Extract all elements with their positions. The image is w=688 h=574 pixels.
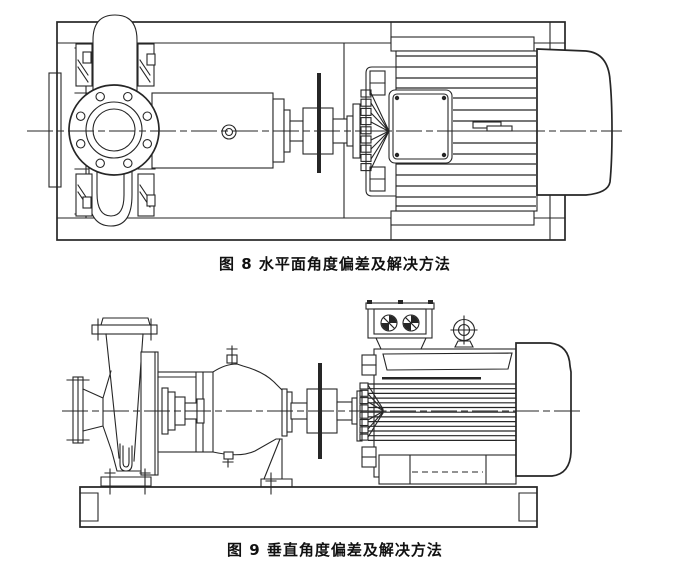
- terminal-box-plan: [388, 89, 453, 164]
- grease-plug: [221, 124, 237, 140]
- terminal-box-side: [365, 300, 435, 350]
- pump-flange-circle: [68, 84, 160, 176]
- volute-top-dome: [92, 14, 138, 92]
- figure-9-caption: 图 9 垂直角度偏差及解决方法: [227, 541, 443, 559]
- cable-gland-right: [402, 314, 420, 332]
- motor-rear-endcap: [536, 48, 613, 196]
- discharge-flange: [91, 324, 158, 335]
- motor-side-view: [359, 300, 572, 485]
- flange-bolts: [75, 91, 153, 169]
- baseplate-side: [79, 486, 538, 528]
- coupling-plan: [289, 73, 361, 173]
- casing-clamps: [75, 43, 156, 217]
- figure-8-caption: 图 8 水平面角度偏差及解决方法: [219, 255, 451, 273]
- discharge-flange-lip: [100, 317, 151, 326]
- pump-foot: [100, 468, 152, 495]
- motor-foot-rail-top: [390, 36, 535, 52]
- seal-housing: [157, 371, 214, 453]
- coupling-disc: [317, 73, 321, 173]
- bracket-support-foot: [260, 438, 293, 495]
- fan-cowl: [515, 342, 572, 477]
- figure8-plan-view: [27, 14, 622, 241]
- bearing-frame-plan: [151, 92, 291, 169]
- figure9-side-view: [62, 300, 581, 528]
- suction-flange-edge: [48, 72, 62, 188]
- bearing-bracket: [212, 345, 293, 468]
- fin-top-panel: [382, 352, 513, 371]
- motor-foot-rail-bottom: [390, 210, 535, 226]
- volute-bottom-dome: [88, 168, 133, 227]
- pump-side-view: [66, 317, 293, 495]
- pump-casing-plan: [48, 14, 156, 227]
- lifting-eyebolt: [450, 315, 478, 348]
- motor-feet: [378, 454, 517, 485]
- cable-gland-left: [380, 314, 398, 332]
